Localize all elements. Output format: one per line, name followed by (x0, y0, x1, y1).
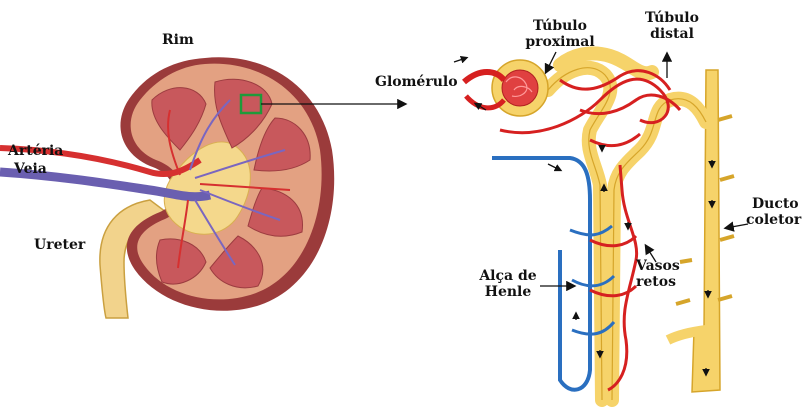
label-vasos-retos-line2: retos (636, 274, 680, 290)
kidney-illustration (0, 57, 405, 318)
label-arteria: Artéria (8, 143, 63, 159)
label-ureter: Ureter (34, 237, 85, 253)
label-tubulo-proximal-line2: proximal (512, 34, 608, 50)
label-veia: Veia (14, 161, 47, 177)
label-rim: Rim (162, 32, 194, 48)
label-ducto-coletor-line1: Ducto (746, 196, 801, 212)
label-tubulo-distal: Túbulo distal (636, 10, 708, 42)
label-tubulo-proximal-line1: Túbulo (512, 18, 608, 34)
label-alca-henle-line1: Alça de (470, 268, 546, 284)
label-ducto-coletor-line2: coletor (746, 212, 801, 228)
label-alca-henle-line2: Henle (470, 284, 546, 300)
label-ducto-coletor: Ducto coletor (746, 196, 801, 228)
nephron-illustration (454, 52, 748, 400)
label-alca-henle: Alça de Henle (470, 268, 546, 300)
label-vasos-retos: Vasos retos (636, 258, 680, 290)
label-vasos-retos-line1: Vasos (636, 258, 680, 274)
label-tubulo-distal-line2: distal (636, 26, 708, 42)
label-glomerulo: Glomérulo (375, 74, 458, 90)
label-tubulo-distal-line1: Túbulo (636, 10, 708, 26)
ducto-coletor-pointer (726, 224, 748, 228)
glomerulus (502, 70, 538, 106)
label-tubulo-proximal: Túbulo proximal (512, 18, 608, 50)
